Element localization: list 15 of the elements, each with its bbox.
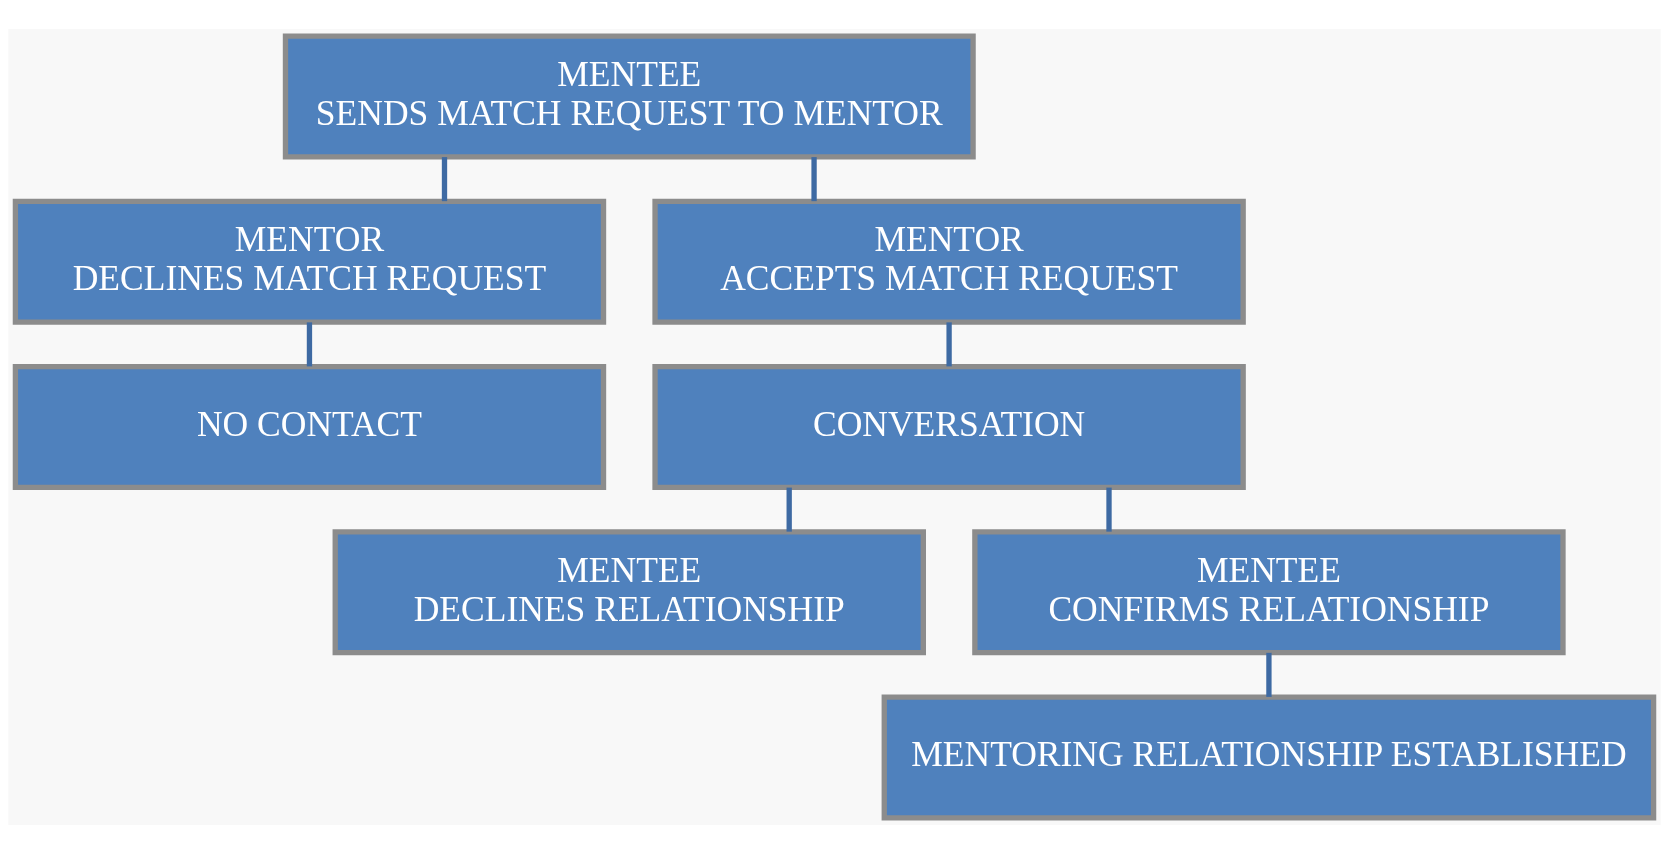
connector: [811, 156, 817, 201]
node-box: MENTEE CONFIRMS RELATIONSHIP: [972, 528, 1566, 655]
node-box: MENTOR DECLINES MATCH REQUEST: [12, 198, 607, 325]
node-box: NO CONTACT: [12, 363, 607, 490]
connector: [306, 321, 313, 366]
connector: [441, 156, 448, 201]
node-box: CONVERSATION: [652, 363, 1246, 490]
connector: [1266, 652, 1272, 697]
connector: [1106, 487, 1112, 532]
connector: [946, 321, 952, 366]
node-box: MENTEE DECLINES RELATIONSHIP: [332, 528, 926, 655]
connector: [786, 487, 792, 532]
node-box: MENTORING RELATIONSHIP ESTABLISHED: [881, 693, 1657, 821]
node-box: MENTOR ACCEPTS MATCH REQUEST: [652, 198, 1246, 325]
node-box: MENTEE SENDS MATCH REQUEST TO MENTOR: [282, 32, 976, 160]
